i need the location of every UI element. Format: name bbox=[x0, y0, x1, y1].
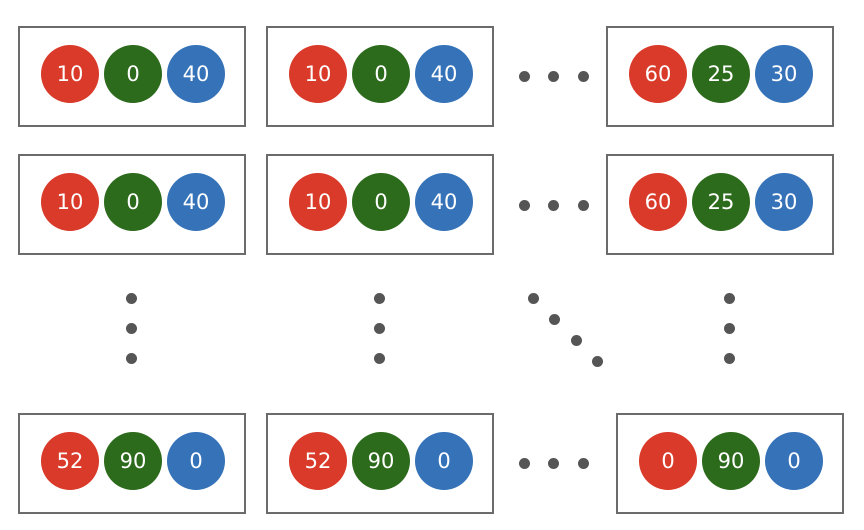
red-value-circle: 52 bbox=[41, 432, 99, 490]
red-value-circle: 10 bbox=[289, 45, 347, 103]
vertical-ellipsis-dot bbox=[125, 322, 137, 334]
vertical-ellipsis-dot bbox=[373, 322, 385, 334]
blue-value-circle: 0 bbox=[765, 432, 823, 490]
vertical-ellipsis-dot bbox=[373, 292, 385, 304]
horizontal-ellipsis-dot bbox=[518, 70, 530, 82]
horizontal-ellipsis-dot bbox=[577, 457, 589, 469]
blue-value-circle: 40 bbox=[415, 45, 473, 103]
red-value-circle: 60 bbox=[629, 45, 687, 103]
vertical-ellipsis-dot bbox=[723, 322, 735, 334]
green-value-circle: 0 bbox=[104, 173, 162, 231]
red-value-circle: 10 bbox=[289, 173, 347, 231]
green-value-circle: 25 bbox=[692, 173, 750, 231]
diagonal-ellipsis-dot bbox=[548, 313, 560, 325]
blue-value-circle: 40 bbox=[415, 173, 473, 231]
diagonal-ellipsis-dot bbox=[527, 292, 539, 304]
red-value-circle: 10 bbox=[41, 173, 99, 231]
green-value-circle: 90 bbox=[702, 432, 760, 490]
red-value-circle: 60 bbox=[629, 173, 687, 231]
vertical-ellipsis-dot bbox=[125, 292, 137, 304]
blue-value-circle: 30 bbox=[755, 173, 813, 231]
diagonal-ellipsis-dot bbox=[570, 334, 582, 346]
red-value-circle: 0 bbox=[639, 432, 697, 490]
red-value-circle: 52 bbox=[289, 432, 347, 490]
vertical-ellipsis-dot bbox=[125, 352, 137, 364]
horizontal-ellipsis-dot bbox=[547, 199, 559, 211]
green-value-circle: 90 bbox=[104, 432, 162, 490]
horizontal-ellipsis-dot bbox=[577, 199, 589, 211]
blue-value-circle: 40 bbox=[167, 45, 225, 103]
blue-value-circle: 0 bbox=[415, 432, 473, 490]
blue-value-circle: 40 bbox=[167, 173, 225, 231]
blue-value-circle: 30 bbox=[755, 45, 813, 103]
horizontal-ellipsis-dot bbox=[577, 70, 589, 82]
green-value-circle: 90 bbox=[352, 432, 410, 490]
horizontal-ellipsis-dot bbox=[547, 457, 559, 469]
green-value-circle: 0 bbox=[104, 45, 162, 103]
vertical-ellipsis-dot bbox=[373, 352, 385, 364]
blue-value-circle: 0 bbox=[167, 432, 225, 490]
diagonal-ellipsis-dot bbox=[591, 355, 603, 367]
red-value-circle: 10 bbox=[41, 45, 99, 103]
horizontal-ellipsis-dot bbox=[518, 457, 530, 469]
green-value-circle: 25 bbox=[692, 45, 750, 103]
horizontal-ellipsis-dot bbox=[518, 199, 530, 211]
vertical-ellipsis-dot bbox=[723, 292, 735, 304]
horizontal-ellipsis-dot bbox=[547, 70, 559, 82]
vertical-ellipsis-dot bbox=[723, 352, 735, 364]
green-value-circle: 0 bbox=[352, 45, 410, 103]
green-value-circle: 0 bbox=[352, 173, 410, 231]
